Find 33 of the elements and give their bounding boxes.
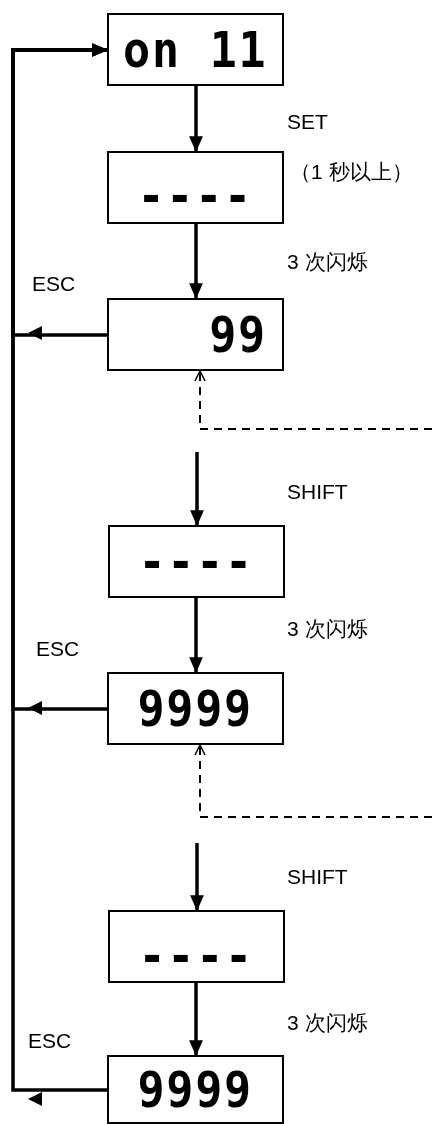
display-box	[107, 13, 284, 86]
edge-label: SHIFT	[287, 865, 348, 889]
display-readout: 9999	[137, 683, 254, 734]
edge-label: ESC	[28, 1029, 72, 1053]
display-box	[107, 151, 284, 224]
arrow	[190, 843, 204, 912]
edge-label: 3 次闪烁	[287, 1011, 368, 1035]
dashed-arrow	[194, 370, 432, 430]
dashed-arrow	[194, 744, 432, 818]
display-box	[108, 910, 285, 983]
edge-label: ESC	[32, 272, 76, 296]
display-box	[107, 1055, 284, 1124]
display-readout: ----	[137, 171, 254, 221]
note-text: （1 秒以上）	[290, 160, 413, 184]
display-readout: on 11	[123, 24, 268, 75]
arrow	[189, 598, 203, 674]
edge-label: ESC	[36, 637, 80, 661]
display-box	[107, 672, 284, 745]
arrow	[11, 43, 109, 1106]
arrow	[189, 983, 203, 1057]
edge-label: SET	[287, 110, 328, 134]
arrow	[190, 452, 204, 527]
display-box	[108, 525, 285, 598]
display-readout: ----	[138, 931, 255, 981]
display-readout: 99	[209, 309, 267, 360]
arrow	[189, 86, 203, 153]
display-readout: ----	[138, 536, 255, 587]
edge-label: SHIFT	[287, 480, 348, 504]
display-box	[107, 298, 284, 371]
display-readout: 9999	[137, 1064, 254, 1115]
edge-label: 3 次闪烁	[287, 617, 368, 641]
arrow	[189, 224, 203, 300]
edge-label: 3 次闪烁	[287, 250, 368, 274]
